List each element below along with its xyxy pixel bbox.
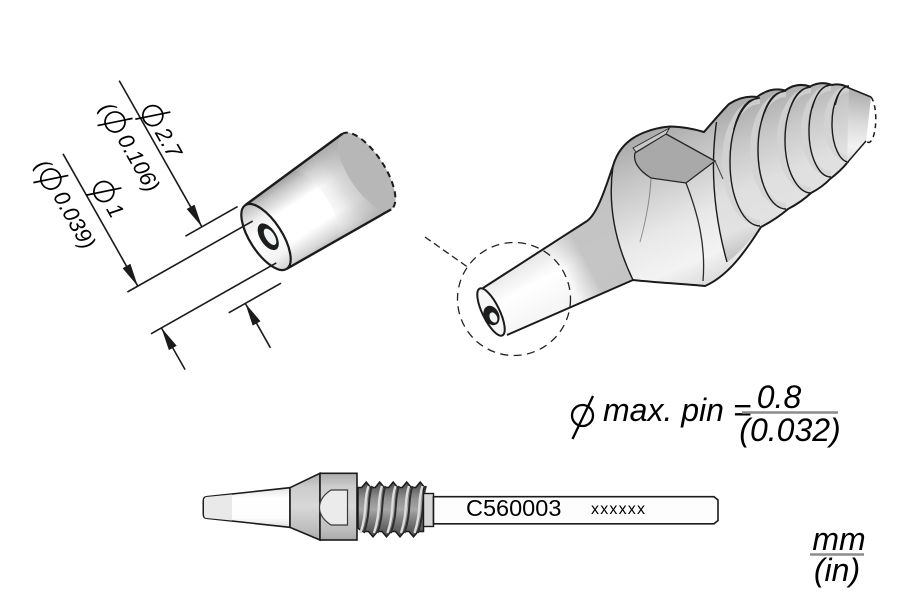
svg-text:max. pin =: max. pin =: [603, 392, 752, 428]
svg-text:0.8: 0.8: [757, 379, 802, 415]
svg-text:xxxxxx: xxxxxx: [591, 501, 646, 518]
svg-text:(in): (in): [814, 552, 860, 588]
svg-text:mm: mm: [812, 521, 865, 557]
svg-text:C560003: C560003: [466, 495, 561, 521]
svg-text:(0.032): (0.032): [739, 412, 840, 448]
